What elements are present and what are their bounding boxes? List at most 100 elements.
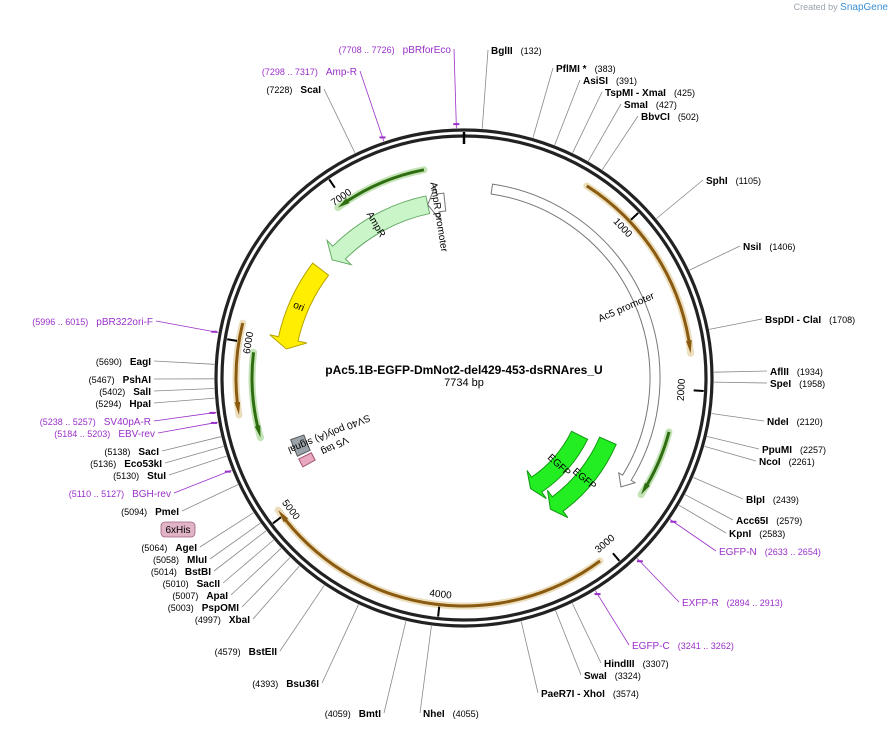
leader-line (173, 469, 232, 494)
credit-prefix: Created by (793, 2, 838, 12)
leader-line (713, 381, 768, 384)
label-ppumi: PpuMI(2257) (762, 445, 826, 456)
leader-line (707, 436, 760, 450)
label-stui: (5130)StuI (113, 471, 166, 482)
label-nsii: NsiI(1406) (743, 242, 795, 253)
label-bsteii: (4579)BstEII (215, 647, 278, 658)
leader-line (571, 603, 602, 664)
label-egfp-n: EGFP-N(2633 .. 2654) (719, 547, 821, 558)
leader-line (678, 504, 727, 534)
leader-line (601, 115, 639, 170)
leader-line (279, 585, 325, 652)
leader-line (213, 530, 267, 572)
leader-line (199, 512, 254, 548)
label-hpai: (5294)HpaI (95, 399, 151, 410)
leader-line (520, 621, 539, 694)
leader-line (230, 548, 282, 596)
tick-mark (693, 389, 704, 392)
leader-line (453, 48, 457, 129)
leader-line (572, 91, 603, 153)
leader-line (656, 179, 704, 219)
label-sv40pa-r: (5238 .. 5257)SV40pA-R (40, 417, 151, 428)
leader-line (153, 360, 215, 365)
leader-line (595, 590, 630, 646)
label-smai: SmaI(427) (624, 100, 677, 111)
backbone-feature-arrow (234, 322, 245, 415)
feature-ampr (326, 195, 431, 266)
backbone-ring (214, 128, 714, 628)
leader-line (713, 370, 768, 373)
feature-egfp (526, 430, 589, 500)
backbone-feature-arrow (250, 352, 261, 438)
snapgene-brand: SnapGene (840, 2, 888, 13)
label-spei: SpeI(1958) (770, 379, 825, 390)
leader-line (587, 103, 622, 162)
label-pbr322ori-f: (5996 .. 6015)pBR322ori-F (32, 317, 153, 328)
tick-label: 6000 (242, 331, 257, 355)
leader-line (419, 625, 432, 714)
leader-line (252, 565, 300, 620)
feature-sv40-poly-a-signal (289, 434, 311, 457)
leader-line (554, 79, 581, 146)
label-bstbi: (5014)BstBI (151, 567, 211, 578)
site-labels: BglII(132)PflMI *(383)AsiSI(391)TspMI - … (32, 45, 855, 720)
leader-line (383, 621, 407, 714)
leader-line (209, 522, 261, 560)
label-agei: (5064)AgeI (141, 543, 197, 554)
label-pflmi-: PflMI *(383) (556, 64, 616, 75)
label-mlui: (5058)MluI (153, 555, 207, 566)
label-pspomi: (5003)PspOMI (168, 603, 239, 614)
tick-mark (612, 552, 621, 562)
label-sacii: (5010)SacII (163, 579, 221, 590)
label-ebv-rev: (5184 .. 5203)EBV-rev (54, 429, 155, 440)
tick-mark (328, 178, 336, 189)
tick-label: 2000 (676, 378, 688, 401)
tick-mark (437, 606, 441, 617)
leader-lines (153, 48, 768, 714)
leader-line (532, 67, 554, 138)
label-hindiii: HindIII(3307) (604, 659, 669, 670)
leader-line (164, 446, 224, 464)
label-apai: (5007)ApaI (172, 591, 228, 602)
leader-line (684, 494, 734, 521)
label-nhei: NheI(4055) (423, 709, 479, 720)
label-exfp-r: EXFP-R(2894 .. 2913) (682, 598, 783, 609)
leader-line (689, 245, 741, 271)
label-saci: (5138)SacI (104, 447, 159, 458)
his-tag-label: 6xHis (165, 525, 190, 536)
snapgene-credit: Created by SnapGene (794, 2, 888, 13)
label-xbai: (4997)XbaI (195, 615, 250, 626)
tick-mark (272, 516, 282, 525)
leader-line (153, 397, 215, 404)
leader-line (693, 477, 744, 500)
feature-ampr-promoter (427, 184, 447, 222)
leader-line (323, 88, 356, 154)
backbone-feature-arrow (641, 431, 671, 495)
leader-line (153, 411, 217, 422)
plasmid-name: pAc5.1B-EGFP-DmNot2-del429-453-dsRNAres_… (325, 363, 603, 377)
leader-line (636, 558, 680, 603)
label-ndei: NdeI(2120) (767, 417, 823, 428)
label-paer7i-xhoi: PaeR7I - XhoI(3574) (541, 689, 639, 700)
label-eco53ki: (5136)Eco53kI (90, 459, 162, 470)
label-aflii: AflII(1934) (770, 367, 823, 378)
tick-label: 3000 (593, 533, 617, 556)
label-bspdi-clai: BspDI - ClaI(1708) (765, 315, 855, 326)
leader-line (161, 436, 222, 452)
feature-ac5-promoter (490, 183, 661, 488)
label-pshai: (5467)PshAI (89, 375, 152, 386)
his-tag-badge: 6xHis (160, 521, 196, 538)
label-sali: (5402)SalI (99, 387, 151, 398)
label-pbrforeco: (7708 .. 7726)pBRforEco (339, 45, 452, 56)
feature-egfp (546, 436, 617, 519)
tick-mark (630, 212, 639, 221)
label-pmei: (5094)PmeI (121, 507, 179, 518)
label-blpi: BlpI(2439) (746, 495, 799, 506)
feature-ori (269, 262, 330, 350)
leader-line (153, 388, 215, 392)
label-kpni: KpnI(2583) (729, 529, 785, 540)
label-bbvci: BbvCI(502) (641, 112, 699, 123)
label-bgh-rev: (5110 .. 5127)BGH-rev (69, 489, 171, 500)
